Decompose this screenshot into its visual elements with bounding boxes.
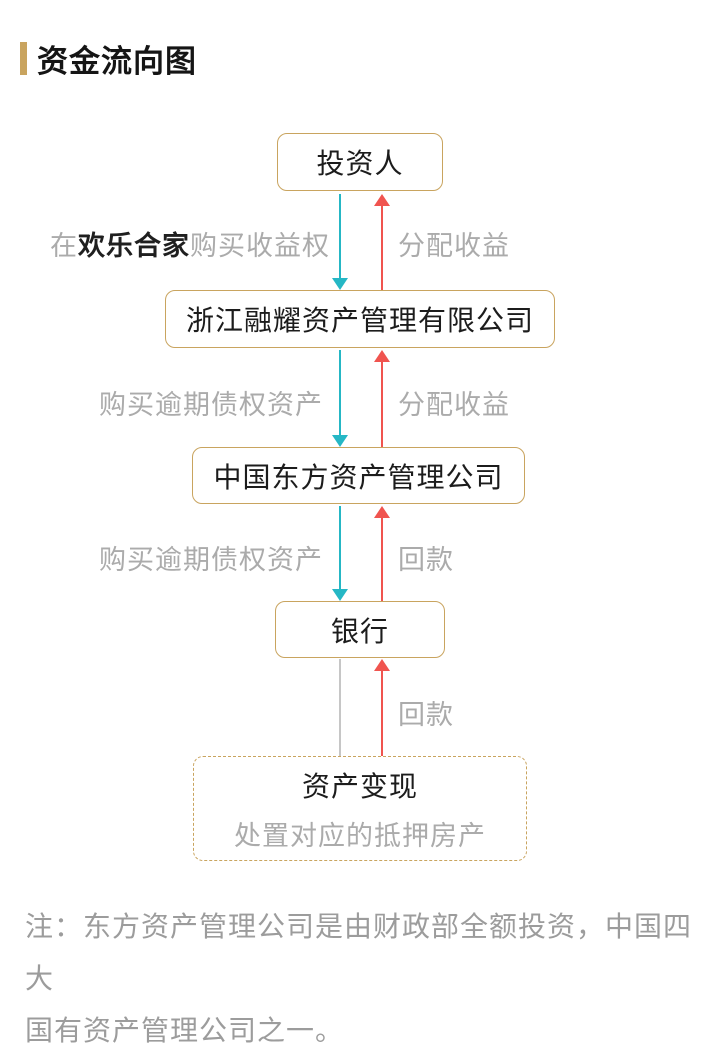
- node-bank-label: 银行: [330, 615, 389, 647]
- node-investor-label: 投资人: [316, 148, 404, 179]
- arrow-down-orient-to-bank-line: [339, 506, 341, 589]
- node-asset-liquidation: 资产变现 处置对应的抵押房产: [193, 756, 527, 861]
- edge-label-distribute-income-2: 分配收益: [398, 390, 510, 420]
- footnote: 注：东方资产管理公司是由财政部全额投资，中国四大 国有资产管理公司之一。: [25, 901, 705, 1057]
- node-liquidation-sublabel: 处置对应的抵押房产: [234, 820, 486, 851]
- page-title: 资金流向图: [20, 36, 197, 81]
- arrow-up-rongyao-to-investor-head-icon: [374, 194, 390, 206]
- arrow-up-rongyao-to-investor-line: [381, 206, 383, 290]
- node-bank: 银行: [275, 601, 445, 658]
- connector-bank-to-liquidation-line: [339, 659, 341, 756]
- node-rongyao-label: 浙江融耀资产管理有限公司: [185, 305, 534, 336]
- edge-label-purchase-income-rights: 在欢乐合家购买收益权: [50, 224, 330, 263]
- arrow-down-orient-to-bank-head-icon: [332, 589, 348, 601]
- edge-label-repayment-1: 回款: [398, 545, 454, 575]
- arrow-down-investor-to-rongyao-line: [339, 194, 341, 278]
- node-rongyao-asset-mgmt: 浙江融耀资产管理有限公司: [165, 290, 555, 348]
- arrow-down-rongyao-to-orient-line: [339, 350, 341, 435]
- arrow-down-investor-to-rongyao-head-icon: [332, 278, 348, 290]
- arrow-up-liquidation-to-bank-head-icon: [374, 659, 390, 671]
- edge-label-purchase-prefix: 在: [50, 231, 78, 261]
- title-accent-bar: [20, 42, 27, 75]
- edge-label-brand-huanlehejia: 欢乐合家: [78, 231, 190, 261]
- edge-label-purchase-suffix: 购买收益权: [190, 231, 330, 261]
- edge-label-buy-overdue-assets-1: 购买逾期债权资产: [99, 390, 323, 420]
- arrow-up-bank-to-orient-line: [381, 518, 383, 601]
- node-liquidation-label: 资产变现: [301, 770, 418, 802]
- arrow-down-rongyao-to-orient-head-icon: [332, 435, 348, 447]
- arrow-up-orient-to-rongyao-line: [381, 362, 383, 447]
- page-title-text: 资金流向图: [37, 44, 197, 79]
- edge-label-buy-overdue-assets-2: 购买逾期债权资产: [99, 545, 323, 575]
- node-china-orient-asset-mgmt: 中国东方资产管理公司: [192, 447, 525, 504]
- footnote-line-1: 注：东方资产管理公司是由财政部全额投资，中国四大: [25, 911, 693, 994]
- arrow-up-bank-to-orient-head-icon: [374, 506, 390, 518]
- node-investor: 投资人: [277, 133, 443, 191]
- edge-label-repayment-2: 回款: [398, 700, 454, 730]
- arrow-up-liquidation-to-bank-line: [381, 671, 383, 756]
- arrow-up-orient-to-rongyao-head-icon: [374, 350, 390, 362]
- node-orient-label: 中国东方资产管理公司: [213, 461, 504, 493]
- edge-label-distribute-income-1: 分配收益: [398, 231, 510, 261]
